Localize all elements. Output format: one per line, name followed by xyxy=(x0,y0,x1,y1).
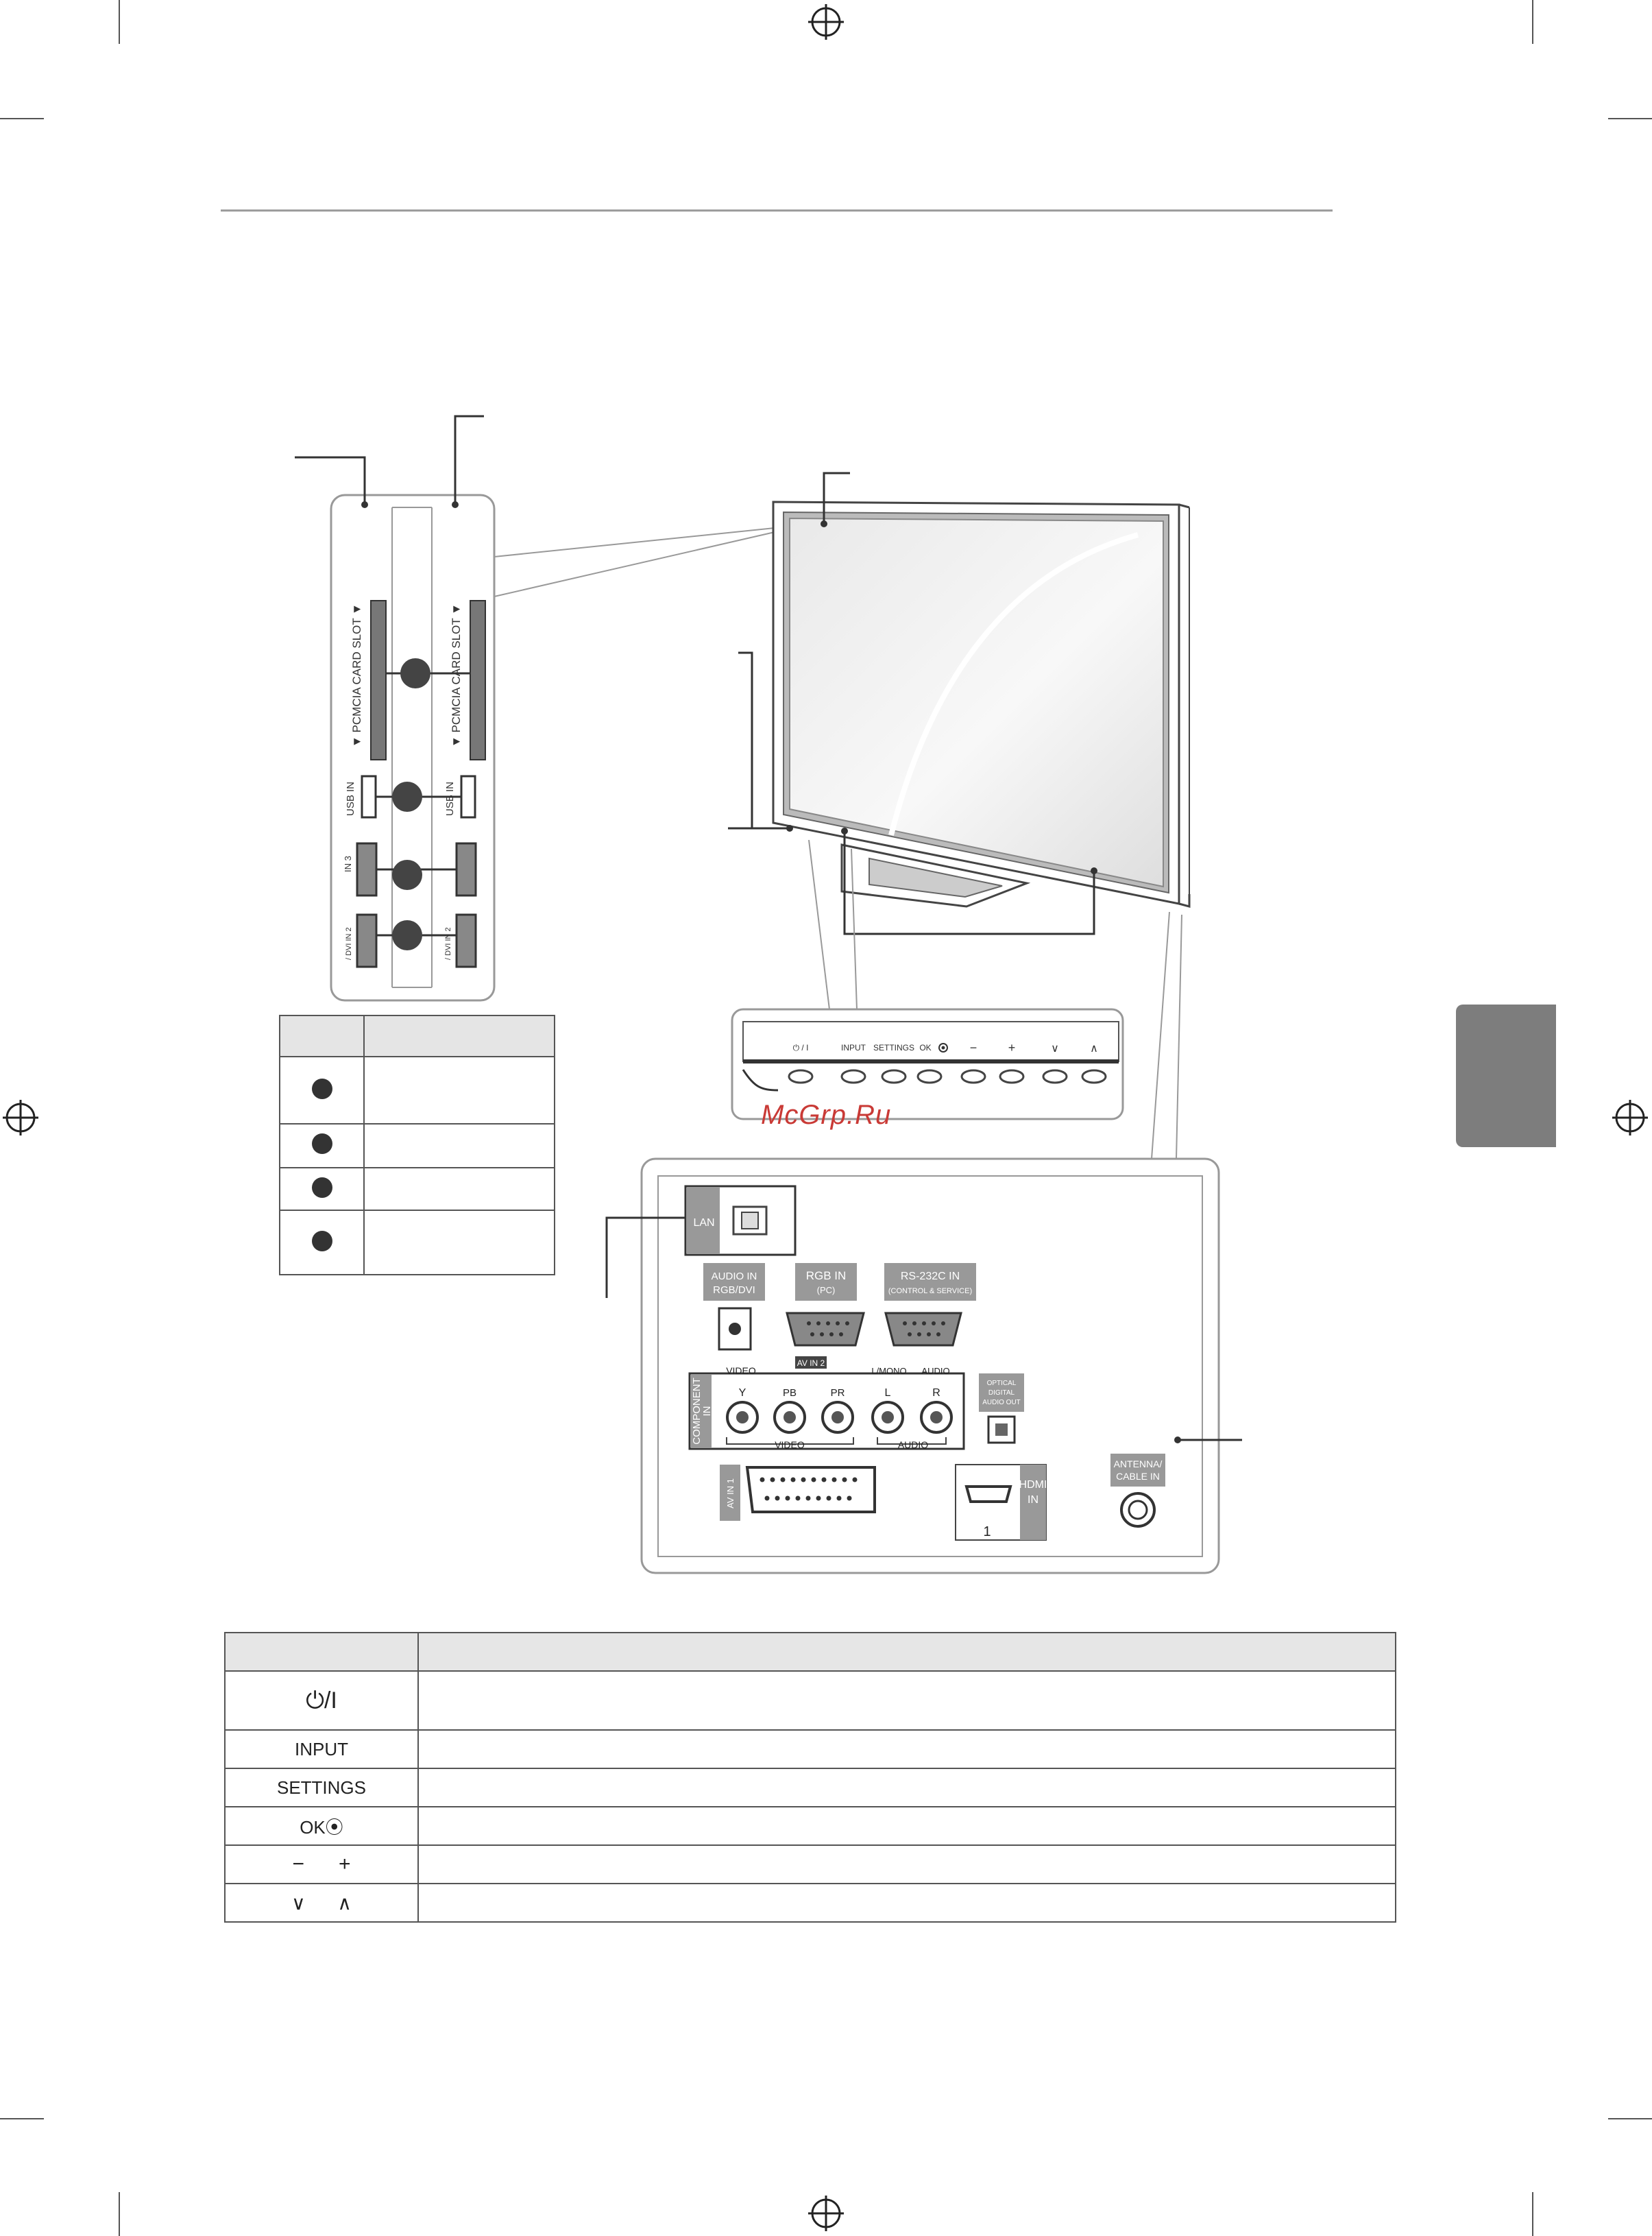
input-key-cell: INPUT xyxy=(224,1729,419,1769)
connector-legend-table xyxy=(279,1014,555,1275)
legend-header-cell-1 xyxy=(279,1014,365,1058)
btn-table-header-cell-2 xyxy=(417,1632,1396,1672)
table-row: INPUT xyxy=(224,1729,1396,1769)
rgb-in-label-1: RGB IN xyxy=(806,1269,847,1282)
av-in1-label: AV IN 1 xyxy=(725,1478,736,1508)
audio-top-label: AUDIO xyxy=(921,1366,949,1376)
registration-mark-left xyxy=(3,1100,38,1135)
side-panel-illustration: ▼ PCMCIA CARD SLOT ▼ ▼ PCMCIA CARD SLOT … xyxy=(295,415,775,1002)
video-bottom-label: VIDEO xyxy=(775,1439,805,1450)
lan-label: LAN xyxy=(693,1217,714,1229)
hdmi-num-label: 1 xyxy=(983,1524,991,1539)
btn-power-label: ⏻ / I xyxy=(793,1043,809,1053)
legend-row xyxy=(279,1122,555,1169)
rs232-label-1: RS-232C IN xyxy=(901,1271,960,1282)
av-in2-label: AV IN 2 xyxy=(797,1358,825,1368)
rs232-label-2: (CONTROL & SERVICE) xyxy=(888,1287,972,1295)
rgb-in-label-2: (PC) xyxy=(817,1285,836,1295)
video-top-label: VIDEO xyxy=(726,1365,756,1376)
btn-up-label: ∧ xyxy=(1090,1043,1098,1055)
jack-l-label: L xyxy=(885,1387,891,1399)
btn-down-label: ∨ xyxy=(1051,1043,1059,1055)
btn-settings-label: SETTINGS xyxy=(873,1043,914,1053)
ok-key-cell: OK⦿ xyxy=(224,1806,419,1846)
front-button-strip: ⏻ / I INPUT SETTINGS OK − + ∨ ∧ xyxy=(731,1008,1124,1120)
table-row: OK⦿ xyxy=(224,1806,1396,1846)
usb-label: USB IN xyxy=(345,782,356,816)
optical-label-3: AUDIO OUT xyxy=(982,1399,1021,1406)
power-key-cell: ⏻/I xyxy=(224,1670,419,1731)
btn-plus-label: + xyxy=(1008,1041,1016,1055)
legend-row xyxy=(279,1167,555,1212)
legend-row xyxy=(279,1056,555,1125)
jack-pb-label: PB xyxy=(783,1387,797,1399)
antenna-label-2: CABLE IN xyxy=(1116,1471,1160,1482)
chapter-side-tab xyxy=(1456,1005,1556,1147)
channel-key-cell: ∨ ∧ xyxy=(224,1883,419,1923)
legend-row xyxy=(279,1210,555,1275)
table-row: SETTINGS xyxy=(224,1768,1396,1807)
hdmi-in-label-2: IN xyxy=(1028,1494,1038,1506)
registration-mark-right xyxy=(1612,1100,1648,1135)
component-in-label-2: IN xyxy=(701,1406,713,1417)
volume-key-cell: − + xyxy=(224,1844,419,1884)
legend-dot xyxy=(311,1230,332,1251)
rear-panel-illustration: LAN AUDIO IN RGB/DVI RGB IN (PC) RS-232C… xyxy=(605,1157,1242,1574)
btn-input-label: INPUT xyxy=(841,1043,866,1053)
component-in-label-1: COMPONENT xyxy=(691,1378,703,1445)
registration-mark-top xyxy=(808,4,844,40)
legend-dot xyxy=(311,1177,332,1198)
pcmcia-label-2: ▼ PCMCIA CARD SLOT ▼ xyxy=(450,603,463,747)
btn-table-header-row xyxy=(224,1632,1396,1672)
table-row: ⏻/I xyxy=(224,1670,1396,1731)
audio-bottom-label: AUDIO xyxy=(898,1439,928,1450)
pcmcia-label: ▼ PCMCIA CARD SLOT ▼ xyxy=(350,603,363,747)
settings-key-cell: SETTINGS xyxy=(224,1768,419,1807)
btn-table-header-cell-1 xyxy=(224,1632,419,1672)
hdmi2-label-2: / DVI IN 2 xyxy=(444,927,452,960)
legend-header-row xyxy=(279,1014,555,1058)
jack-r-label: R xyxy=(932,1387,940,1399)
jack-pr-label: PR xyxy=(831,1387,845,1399)
legend-dot xyxy=(311,1133,332,1155)
l-mono-label: L/MONO xyxy=(871,1366,906,1376)
btn-minus-label: − xyxy=(970,1041,977,1055)
hdmi2-label: / DVI IN 2 xyxy=(345,927,353,960)
hdmi-in-label-1: HDMI xyxy=(1019,1479,1047,1491)
button-description-table: ⏻/I INPUT SETTINGS OK⦿ − + ∨ ∧ xyxy=(224,1632,1396,1923)
btn-ok-label: OK xyxy=(919,1043,931,1053)
hdmi3-label: IN 3 xyxy=(343,856,353,872)
jack-y-label: Y xyxy=(739,1387,746,1399)
optical-label-1: OPTICAL xyxy=(987,1380,1017,1387)
tv-illustration xyxy=(728,472,1191,1159)
audio-in-label-1: AUDIO IN xyxy=(712,1271,757,1282)
legend-header-cell-2 xyxy=(363,1014,555,1058)
antenna-label-1: ANTENNA/ xyxy=(1114,1458,1163,1469)
optical-label-2: DIGITAL xyxy=(988,1389,1015,1397)
legend-dot xyxy=(311,1078,332,1099)
table-row: − + xyxy=(224,1844,1396,1884)
usb-label-2: USB IN xyxy=(444,782,456,816)
table-row: ∨ ∧ xyxy=(224,1883,1396,1923)
registration-mark-bottom xyxy=(808,2196,844,2231)
audio-in-label-2: RGB/DVI xyxy=(713,1284,755,1296)
watermark-text: McGrp.Ru xyxy=(761,1100,892,1130)
